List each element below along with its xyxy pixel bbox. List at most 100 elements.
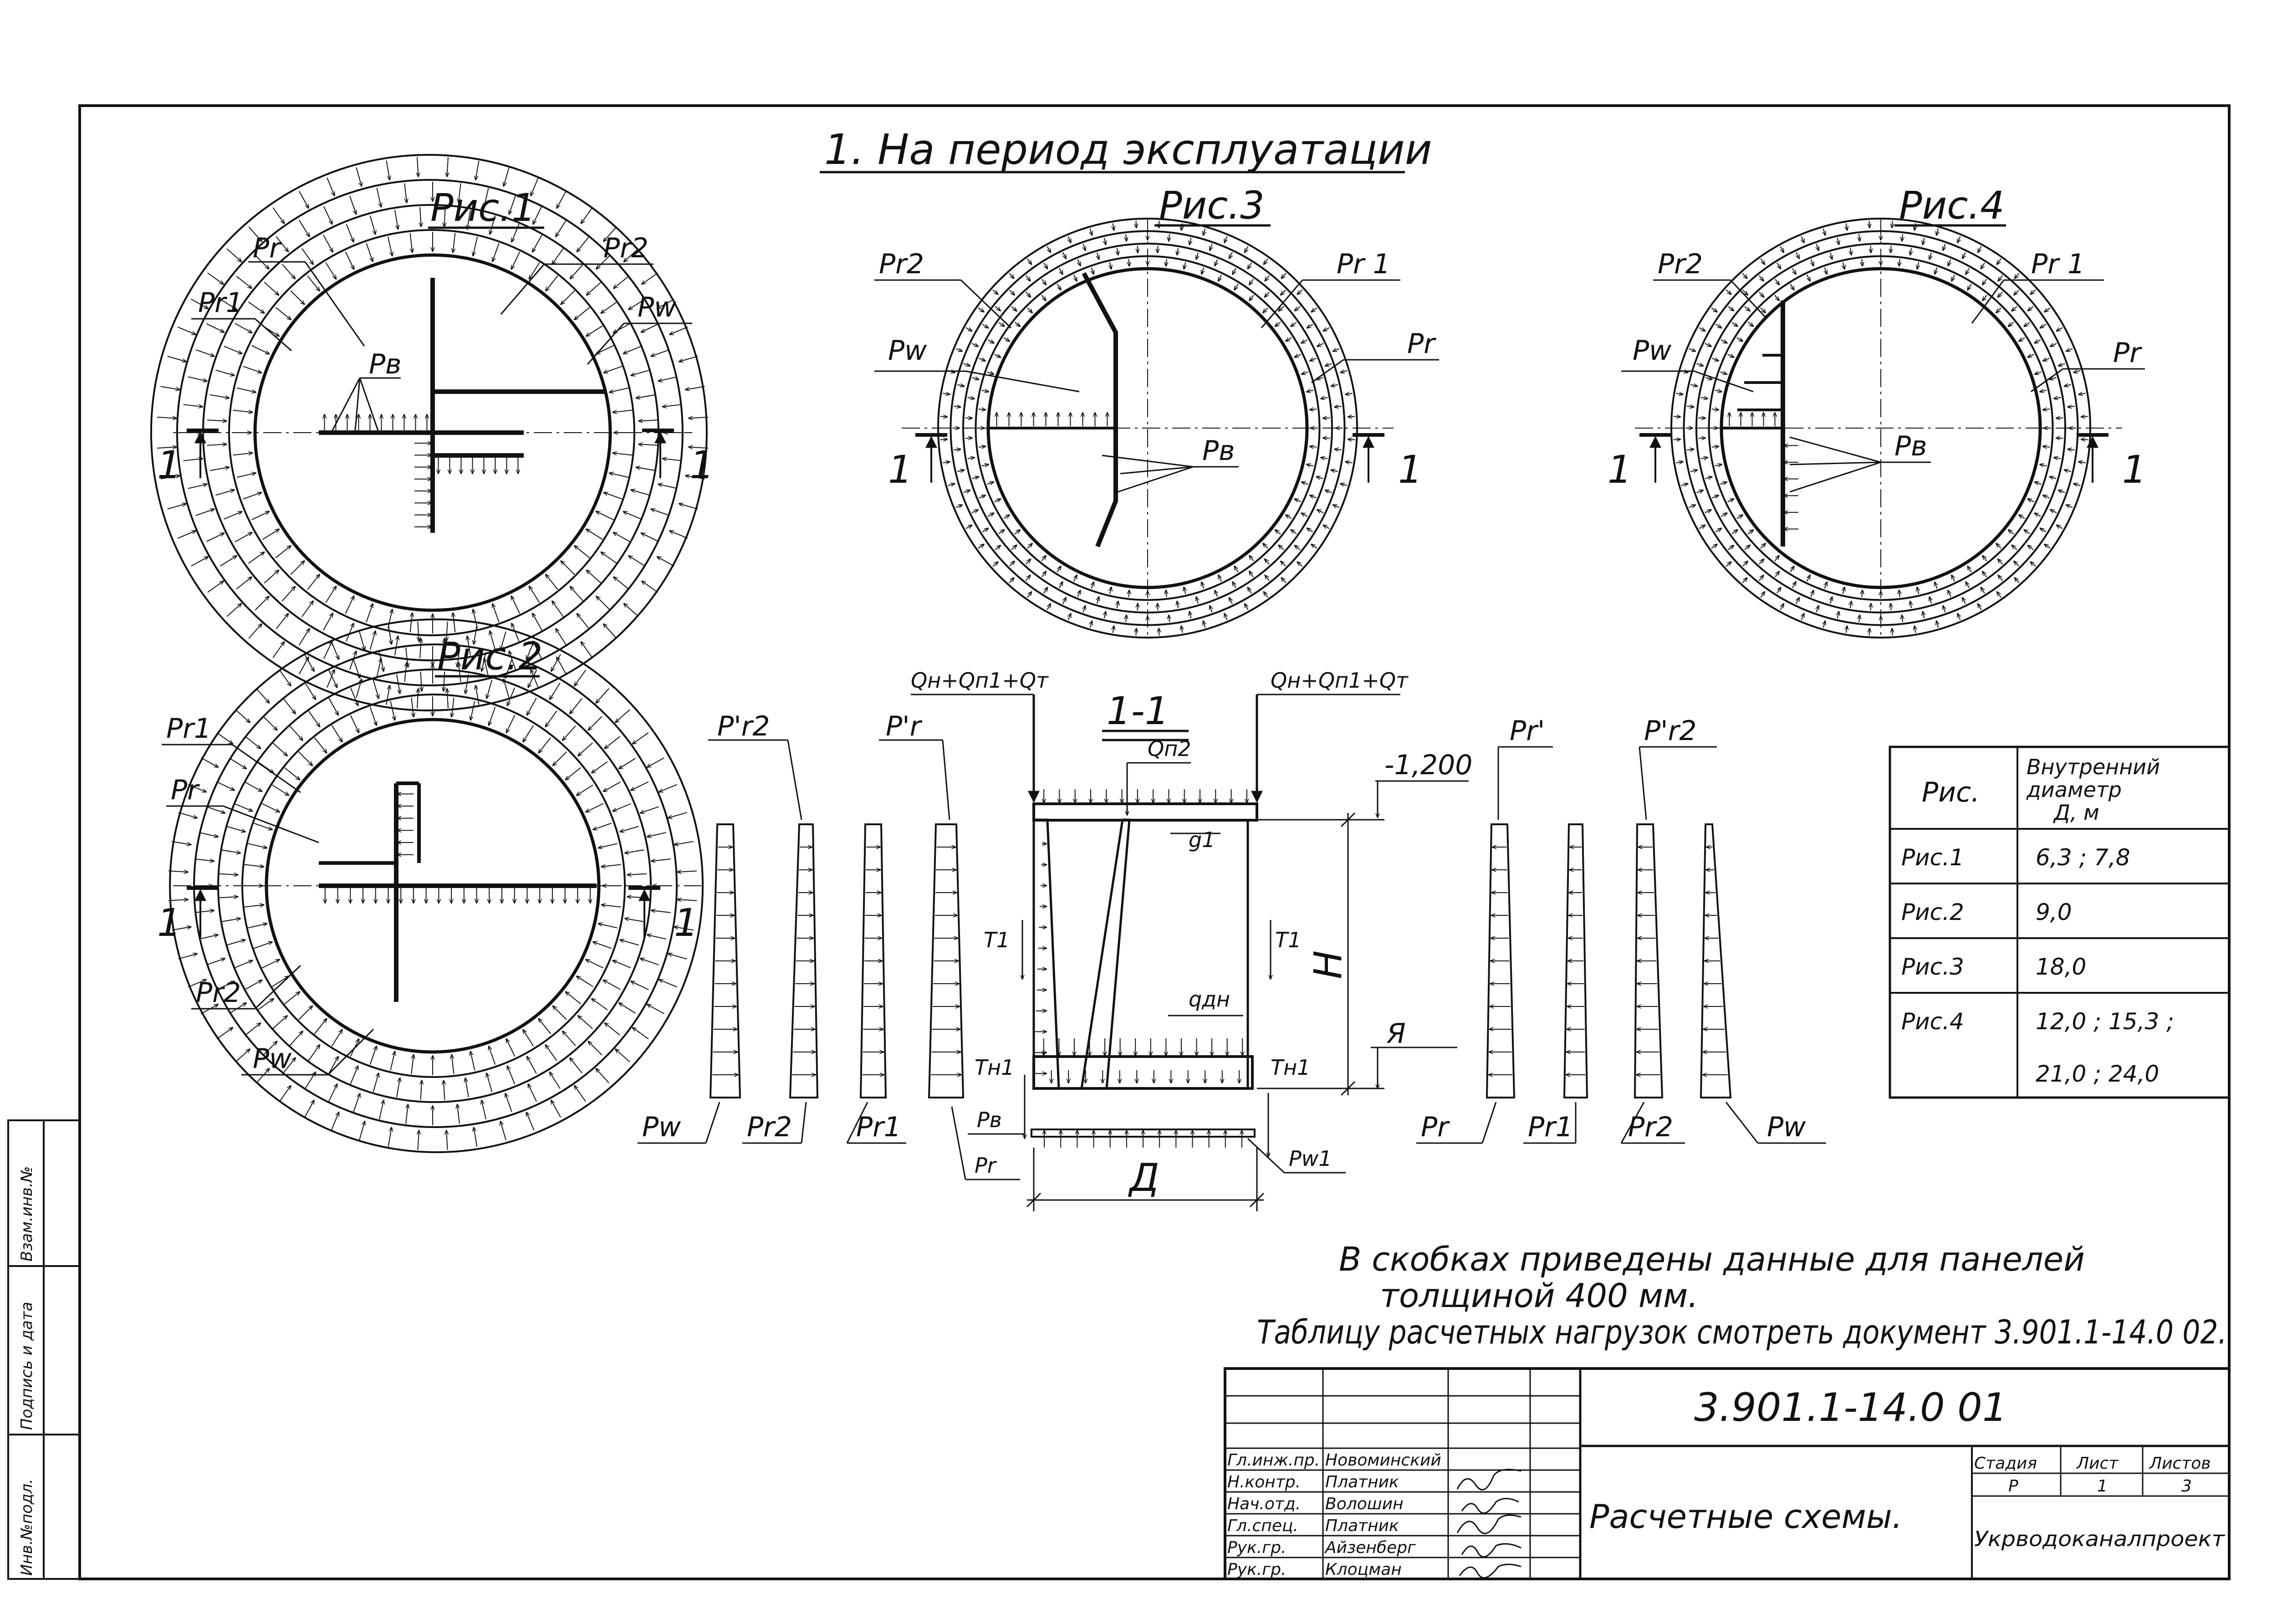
pressure-arrow <box>636 467 656 471</box>
pressure-arrow <box>1281 273 1287 279</box>
pressure-arrow <box>299 628 310 646</box>
pressure-arrow <box>1026 559 1031 565</box>
pressure-arrow <box>561 561 575 575</box>
pressure-arrow <box>511 623 520 642</box>
pressure-arrow <box>539 1019 551 1034</box>
pressure-arrow <box>2057 327 2063 331</box>
pressure-arrow <box>1190 238 1191 245</box>
fig4-label-pr2: Pr2 <box>1658 248 1703 280</box>
pressure-arrow <box>577 613 590 629</box>
pressure-arrow <box>507 1066 516 1084</box>
pressure-arrow <box>1715 390 1722 392</box>
left-top-label-2: P'r <box>886 710 923 742</box>
pressure-arrow <box>1712 495 1719 498</box>
pressure-arrow <box>2034 513 2041 517</box>
pressure-arrow <box>331 1030 342 1047</box>
pressure-arrow <box>1673 439 1680 440</box>
pressure-arrow <box>1936 621 1938 628</box>
pressure-arrow <box>1302 372 1308 374</box>
pressure-arrow <box>1759 291 1764 297</box>
side-stamp-replace: Взам.инв.№ <box>18 1166 36 1261</box>
section-qdn: qдн <box>1189 987 1230 1011</box>
pressure-arrow <box>624 603 639 617</box>
pressure-arrow <box>577 784 593 796</box>
pressure-arrow <box>598 924 618 929</box>
pressure-arrow <box>1264 592 1268 598</box>
pressure-arrow <box>235 709 250 723</box>
pressure-arrow <box>574 669 587 686</box>
pressure-arrow <box>447 689 448 709</box>
pressure-arrow <box>657 557 674 567</box>
pressure-arrow <box>331 641 339 659</box>
pressure-arrow <box>1930 597 1931 604</box>
pressure-arrow <box>1249 279 1254 285</box>
person-4-name: Платник <box>1325 1517 1399 1535</box>
pressure-arrow <box>1948 590 1951 597</box>
pressure-arrow <box>1859 615 1860 622</box>
fig3-label-pv: Pв <box>1202 435 1235 467</box>
pressure-arrow <box>1286 515 1292 519</box>
pressure-arrow <box>275 546 291 558</box>
pressure-arrow <box>314 1019 327 1034</box>
pressure-arrow <box>948 484 955 485</box>
pressure-arrow <box>532 235 542 252</box>
pressure-arrow <box>1057 284 1061 290</box>
pressure-arrow <box>674 927 694 931</box>
pressure-arrow <box>1720 482 1727 484</box>
pressure-arrow <box>2043 446 2050 447</box>
pressure-arrow <box>194 910 214 913</box>
pressure-arrow <box>1092 267 1094 274</box>
pressure-arrow <box>299 220 310 236</box>
pressure-arrow <box>604 492 623 500</box>
pressure-arrow <box>1978 604 1982 610</box>
pressure-arrow <box>615 1049 630 1062</box>
sheets-value: 3 <box>2181 1477 2192 1496</box>
pressure-arrow <box>957 470 964 471</box>
pressure-arrow <box>604 366 623 373</box>
pressure-arrow <box>1687 406 1694 407</box>
pressure-arrow <box>248 226 262 241</box>
pressure-arrow <box>199 832 218 837</box>
pressure-arrow <box>943 462 950 463</box>
pressure-arrow <box>1923 238 1924 245</box>
pressure-arrow <box>167 356 186 362</box>
pressure-arrow <box>1700 458 1708 459</box>
pressure-arrow <box>1181 223 1183 230</box>
pressure-arrow <box>1229 598 1232 604</box>
pressure-arrow <box>447 157 448 177</box>
pressure-arrow <box>605 1023 620 1036</box>
pressure-arrow <box>272 207 284 224</box>
pressure-arrow <box>1899 590 1900 598</box>
pressure-arrow <box>2008 322 2014 327</box>
pressure-arrow <box>1041 279 1046 285</box>
pressure-arrow <box>1902 615 1903 622</box>
pressure-arrow <box>685 386 705 389</box>
pressure-arrow <box>995 306 1001 311</box>
person-2-role: Н.контр. <box>1227 1473 1301 1491</box>
pressure-arrow <box>539 737 551 753</box>
section-pr: Pr <box>975 1153 997 1178</box>
table-header-fig: Рис. <box>1922 776 1980 808</box>
pressure-arrow <box>188 980 206 988</box>
pressure-arrow <box>500 631 506 650</box>
pressure-arrow <box>1245 246 1249 253</box>
pressure-arrow <box>1892 628 1893 636</box>
pressure-arrow <box>552 601 564 618</box>
pressure-arrow <box>255 596 269 611</box>
pressure-arrow <box>596 345 614 354</box>
pressure-arrow <box>254 822 272 830</box>
pressure-arrow <box>1026 575 1031 581</box>
pressure-arrow <box>1958 236 1960 243</box>
pressure-arrow <box>574 546 590 558</box>
pressure-arrow <box>1321 398 1328 399</box>
pressure-arrow <box>2040 465 2047 466</box>
stage-header: Стадия <box>1974 1454 2037 1473</box>
pressure-arrow <box>2073 371 2081 373</box>
pressure-arrow <box>356 167 362 186</box>
pressure-arrow <box>982 324 988 328</box>
pressure-arrow <box>301 248 313 264</box>
section-tn1-right: Tн1 <box>1271 1055 1310 1080</box>
heading: 1. На период эксплуатации <box>824 125 1432 174</box>
pressure-arrow <box>602 864 621 867</box>
pressure-arrow <box>2030 289 2036 294</box>
